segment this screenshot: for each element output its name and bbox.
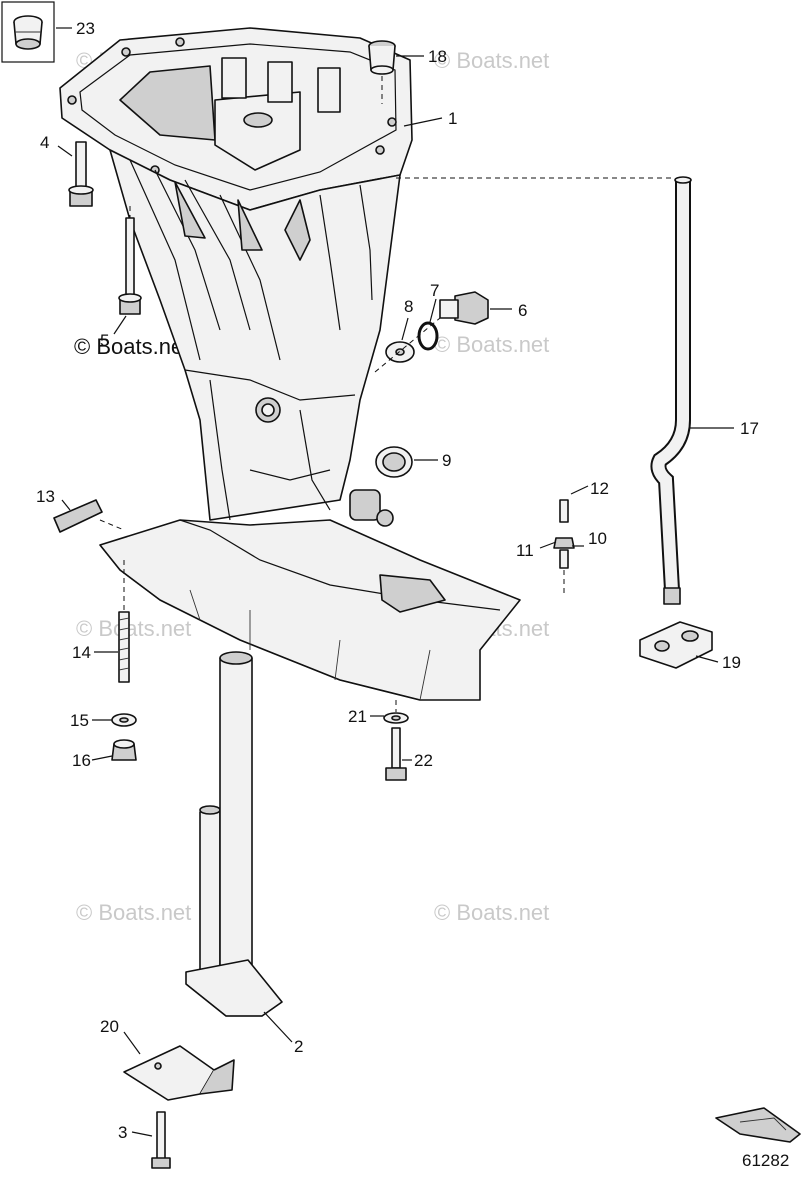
watermark-dark: © Boats.net <box>74 334 189 359</box>
watermark: © Boats.net <box>434 900 549 925</box>
watermark: © Boats.net <box>76 616 191 641</box>
part-2-tube-assembly <box>185 651 283 1017</box>
callout-17: 17 <box>740 419 759 438</box>
callout-13: 13 <box>36 487 55 506</box>
callout-21: 21 <box>348 707 367 726</box>
callout-8: 8 <box>404 297 413 316</box>
watermark: © Boats.net <box>434 332 549 357</box>
callout-10: 10 <box>588 529 607 548</box>
callout-6: 6 <box>518 301 527 320</box>
callout-4: 4 <box>40 133 49 152</box>
boat-icon <box>715 1107 801 1143</box>
callout-2: 2 <box>294 1037 303 1056</box>
part-9-seal <box>375 446 413 478</box>
callout-9: 9 <box>442 451 451 470</box>
callout-20: 20 <box>100 1017 119 1036</box>
callout-22: 22 <box>414 751 433 770</box>
part-3-screw <box>151 1111 171 1169</box>
part-4-bolt <box>68 141 94 207</box>
part-20-bracket <box>123 1045 235 1101</box>
callout-11: 11 <box>516 541 534 560</box>
callout-1: 1 <box>448 109 457 128</box>
part-16-nut <box>111 739 137 761</box>
part-10-nipple <box>559 549 569 594</box>
part-14-stud <box>118 560 130 683</box>
callout-14: 14 <box>72 643 91 662</box>
part-11-fitting <box>553 537 575 549</box>
part-18-grommet <box>368 40 396 104</box>
callout-7: 7 <box>430 281 439 300</box>
part-19-grommet <box>639 621 713 669</box>
part-23-plug <box>1 1 55 63</box>
part-17-water-tube <box>396 176 692 605</box>
callouts: 23 18 1 4 5 6 7 8 9 10 11 12 13 14 15 16… <box>36 19 789 1170</box>
part-21-washer <box>383 700 409 724</box>
callout-18: 18 <box>428 47 447 66</box>
callout-12: 12 <box>590 479 609 498</box>
callout-3: 3 <box>118 1123 127 1142</box>
callout-19: 19 <box>722 653 741 672</box>
part-5-bolt <box>118 206 142 315</box>
callout-16: 16 <box>72 751 91 770</box>
callout-23: 23 <box>76 19 95 38</box>
part-1-driveshaft-housing <box>59 27 521 701</box>
callout-15: 15 <box>70 711 89 730</box>
callout-5: 5 <box>100 331 109 350</box>
part-22-bolt <box>385 727 407 781</box>
part-15-washer <box>111 713 137 727</box>
part-13-shim <box>53 499 125 533</box>
part-6-plug-screw <box>439 291 489 325</box>
part-12-pin <box>559 499 569 523</box>
leader-lines <box>56 27 734 1137</box>
figure-number: 61282 <box>742 1151 789 1170</box>
watermark: © Boats.net <box>76 900 191 925</box>
watermark: © Boats.net <box>434 48 549 73</box>
